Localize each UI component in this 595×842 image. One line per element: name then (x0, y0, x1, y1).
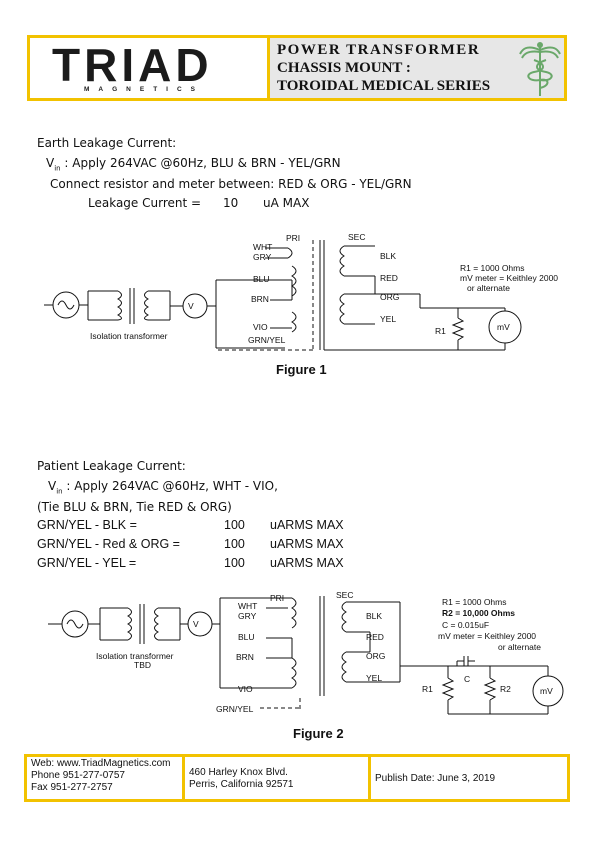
svg-text:VIO: VIO (253, 322, 268, 332)
svg-text:YEL: YEL (380, 314, 396, 324)
svg-text:YEL: YEL (366, 673, 382, 683)
svg-text:R1: R1 (422, 684, 433, 694)
patient-tie-line: (Tie BLU & BRN, Tie RED & ORG) (37, 500, 232, 514)
earth-leak-unit: uA MAX (263, 196, 310, 210)
logo-subtitle: MAGNETICS (84, 86, 204, 93)
svg-text:V: V (193, 619, 199, 629)
svg-text:RED: RED (380, 273, 398, 283)
svg-text:mV: mV (497, 322, 510, 332)
figure-2-diagram: WHT GRY PRI BLU BRN VIO GRN/YEL SEC BLK … (48, 590, 564, 715)
figure-2-caption: Figure 2 (293, 726, 344, 741)
figure-1-caption: Figure 1 (276, 362, 327, 377)
svg-text:BLU: BLU (238, 632, 255, 642)
svg-text:ORG: ORG (366, 651, 385, 661)
svg-text:R1: R1 (435, 326, 446, 336)
logo-panel (27, 35, 270, 101)
patient-heading: Patient Leakage Current: (37, 459, 186, 473)
svg-text:R2: R2 (500, 684, 511, 694)
svg-text:GRY: GRY (253, 252, 272, 262)
svg-text:mV meter = Keithley 2000: mV meter = Keithley 2000 (460, 273, 558, 283)
svg-text:BRN: BRN (251, 294, 269, 304)
svg-text:TBD: TBD (134, 660, 151, 670)
svg-text:PRI: PRI (270, 593, 284, 603)
svg-text:BLK: BLK (366, 611, 382, 621)
patient-row-value: 100 (224, 556, 245, 570)
svg-text:R1 = 1000 Ohms: R1 = 1000 Ohms (460, 263, 525, 273)
svg-text:mV: mV (540, 686, 553, 696)
page-footer: Web: www.TriadMagnetics.com Phone 951-27… (24, 754, 570, 802)
svg-text:GRY: GRY (238, 611, 257, 621)
svg-text:or alternate: or alternate (498, 642, 541, 652)
svg-text:BLU: BLU (253, 274, 270, 284)
earth-leak-label: Leakage Current = (88, 196, 202, 210)
svg-text:R1 = 1000 Ohms: R1 = 1000 Ohms (442, 597, 507, 607)
patient-row-unit: uARMS MAX (270, 537, 344, 551)
patient-row-unit: uARMS MAX (270, 556, 344, 570)
svg-text:Isolation transformer: Isolation transformer (96, 651, 174, 661)
svg-text:SEC: SEC (336, 590, 353, 600)
svg-text:ORG: ORG (380, 292, 399, 302)
earth-connect-line: Connect resistor and meter between: RED … (50, 177, 412, 191)
footer-phone: Phone 951-277-0757 (31, 770, 125, 781)
triad-logo: TRIAD (52, 39, 213, 91)
patient-row-value: 100 (224, 518, 245, 532)
svg-text:Isolation transformer: Isolation transformer (90, 331, 168, 341)
footer-fax: Fax 951-277-2757 (31, 782, 113, 793)
earth-heading: Earth Leakage Current: (37, 136, 177, 150)
patient-row-label: GRN/YEL - BLK = (37, 518, 137, 532)
title-line-1: POWER TRANSFORMER (277, 42, 481, 58)
footer-address-line-1: 460 Harley Knox Blvd. (189, 767, 288, 778)
patient-row-label: GRN/YEL - YEL = (37, 556, 137, 570)
footer-web-link[interactable]: Web: www.TriadMagnetics.com (31, 758, 171, 769)
earth-leak-value: 10 (223, 196, 239, 210)
svg-text:WHT: WHT (253, 242, 272, 252)
figure-1-diagram: WHT GRY PRI BLU BRN VIO GRN/YEL SEC BLK … (44, 232, 558, 351)
svg-text:BRN: BRN (236, 652, 254, 662)
patient-row-label: GRN/YEL - Red & ORG = (37, 537, 180, 551)
svg-text:or alternate: or alternate (467, 283, 510, 293)
svg-text:C: C (464, 674, 470, 684)
patient-row-value: 100 (224, 537, 245, 551)
title-line-2: CHASSIS MOUNT : (277, 60, 411, 76)
footer-publish-date: Publish Date: June 3, 2019 (375, 773, 496, 784)
svg-text:RED: RED (366, 632, 384, 642)
svg-text:BLK: BLK (380, 251, 396, 261)
svg-text:GRN/YEL: GRN/YEL (248, 335, 286, 345)
footer-address: 460 Harley Knox Blvd. Perris, California… (185, 757, 371, 799)
title-line-3: TOROIDAL MEDICAL SERIES (277, 78, 491, 94)
svg-text:V: V (188, 301, 194, 311)
footer-address-line-2: Perris, California 92571 (189, 779, 294, 790)
svg-text:VIO: VIO (238, 684, 253, 694)
footer-contact: Web: www.TriadMagnetics.com Phone 951-27… (27, 757, 185, 799)
svg-text:GRN/YEL: GRN/YEL (216, 704, 254, 714)
caduceus-icon (519, 42, 561, 96)
svg-text:R2 = 10,000 Ohms: R2 = 10,000 Ohms (442, 608, 515, 618)
title-panel (270, 35, 567, 101)
svg-text:PRI: PRI (286, 233, 300, 243)
svg-text:mV meter = Keithley 2000: mV meter = Keithley 2000 (438, 631, 536, 641)
svg-text:WHT: WHT (238, 601, 257, 611)
svg-text:C = 0.015uF: C = 0.015uF (442, 620, 489, 630)
earth-vin-line: Vin : Apply 264VAC @60Hz, BLU & BRN - YE… (46, 156, 341, 173)
svg-text:SEC: SEC (348, 232, 365, 242)
patient-row-unit: uARMS MAX (270, 518, 344, 532)
patient-vin-line: Vin : Apply 264VAC @60Hz, WHT - VIO, (48, 479, 278, 496)
